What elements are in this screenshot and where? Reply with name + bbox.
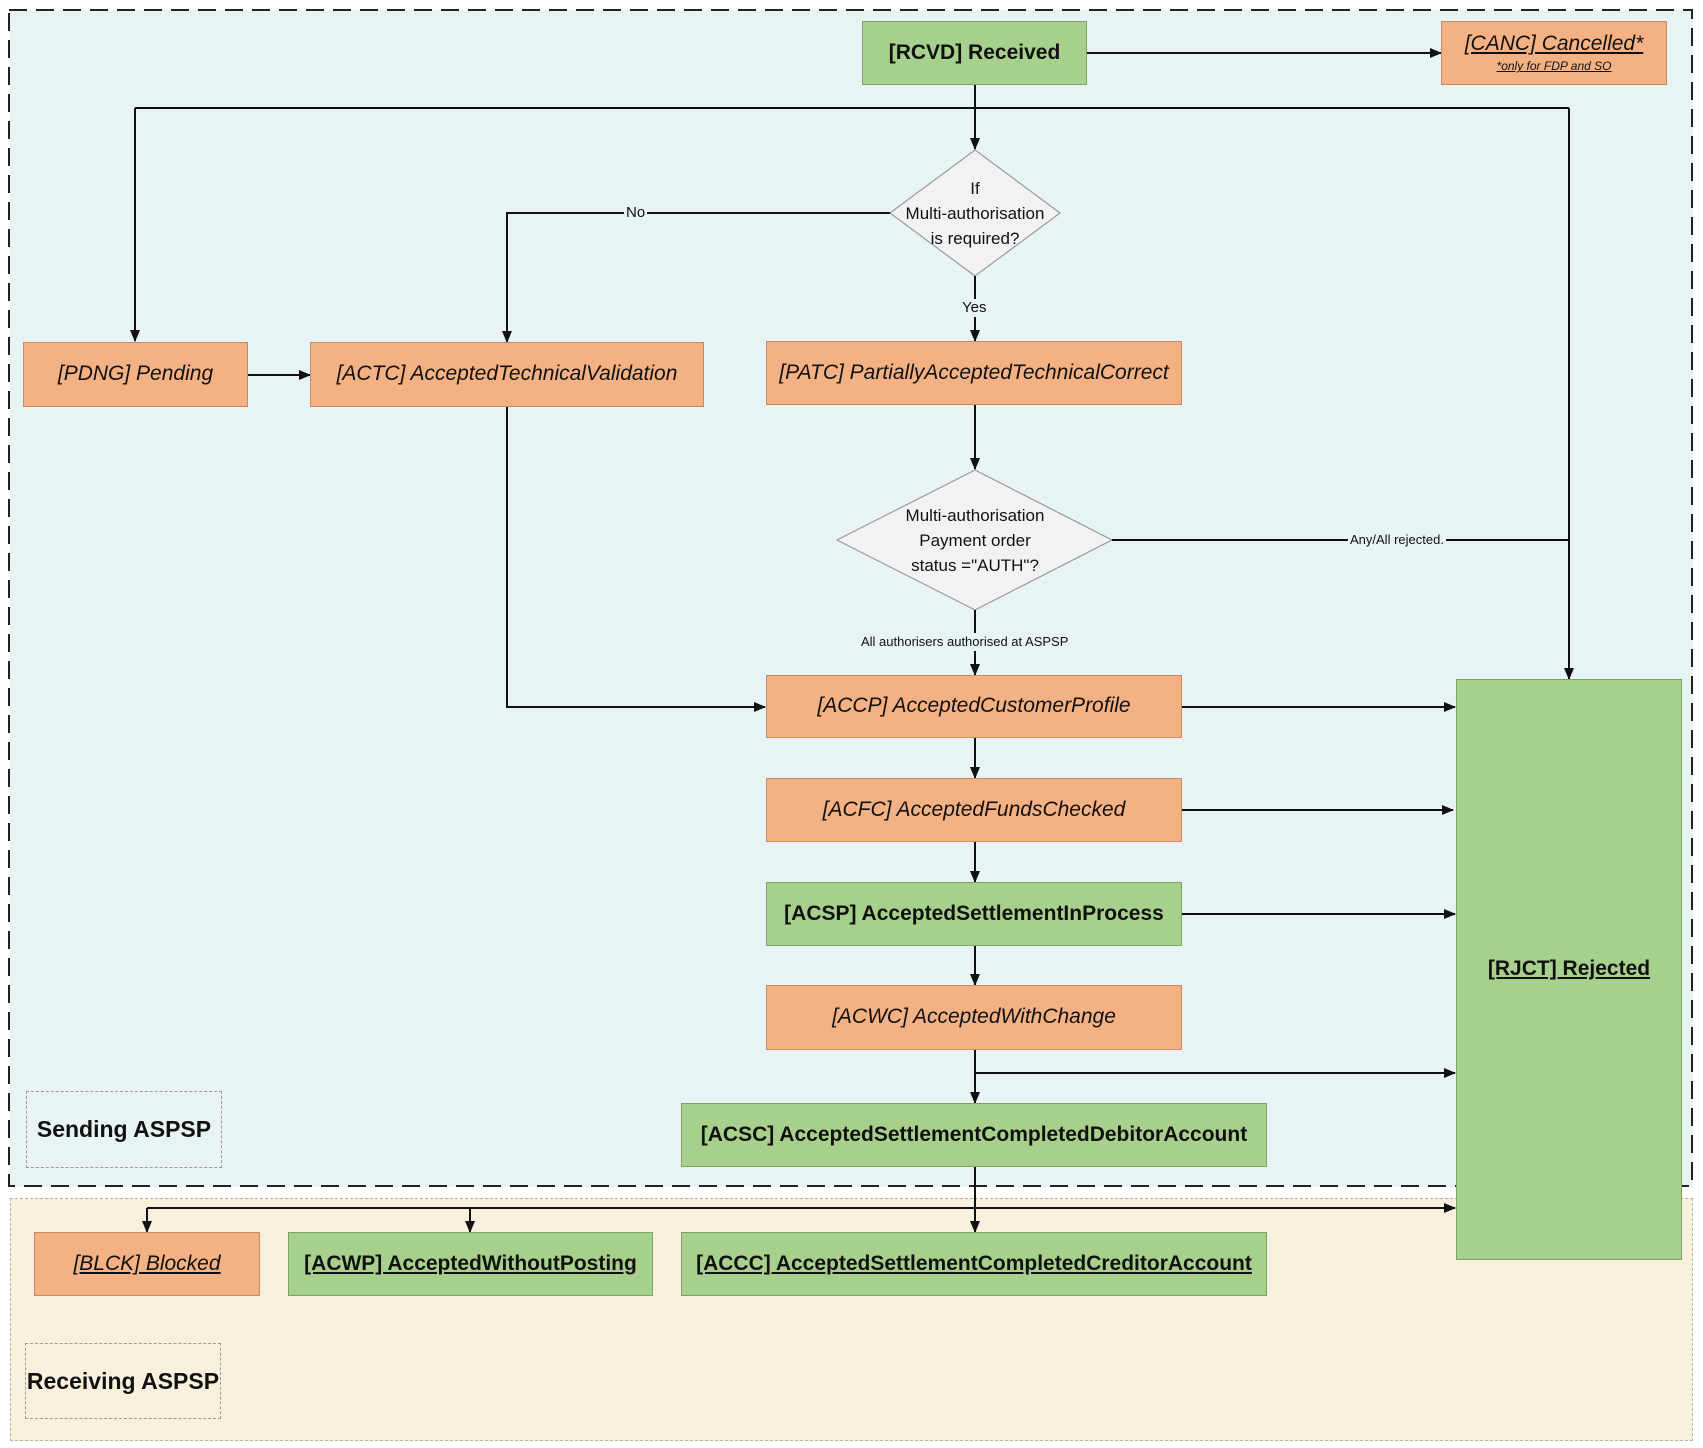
- state-acfc[interactable]: [ACFC] AcceptedFundsChecked: [766, 778, 1182, 842]
- state-acsc-label: [ACSC] AcceptedSettlementCompletedDebito…: [700, 1122, 1248, 1146]
- state-accc[interactable]: [ACCC] AcceptedSettlementCompletedCredit…: [681, 1232, 1267, 1296]
- edge-decision-no-actc: [502, 212, 890, 343]
- zone-label-sending-text: Sending ASPSP: [36, 1116, 212, 1142]
- state-acwc[interactable]: [ACWC] AcceptedWithChange: [766, 985, 1182, 1050]
- sending-aspsp-boundary: [8, 9, 1693, 1187]
- edge-label-all-authorised: All authorisers authorised at ASPSP: [859, 633, 1071, 651]
- decision-auth-status-line-3: status ="AUTH"?: [911, 555, 1039, 575]
- state-accp[interactable]: [ACCP] AcceptedCustomerProfile: [766, 675, 1182, 738]
- state-accp-label: [ACCP] AcceptedCustomerProfile: [817, 694, 1131, 718]
- state-pdng-label: [PDNG] Pending: [57, 362, 214, 386]
- edge-label-no: No: [624, 204, 648, 222]
- state-canc-note: *only for FDP and SO: [1496, 59, 1612, 74]
- state-patc[interactable]: [PATC] PartiallyAcceptedTechnicalCorrect: [766, 341, 1182, 405]
- state-acsc[interactable]: [ACSC] AcceptedSettlementCompletedDebito…: [681, 1103, 1267, 1167]
- state-rcvd[interactable]: [RCVD] Received: [862, 21, 1087, 85]
- state-rcvd-label: [RCVD] Received: [888, 40, 1061, 64]
- state-pdng[interactable]: [PDNG] Pending: [23, 342, 248, 407]
- state-patc-label: [PATC] PartiallyAcceptedTechnicalCorrect: [779, 360, 1169, 384]
- decision-multi-auth-line-1: If: [970, 178, 980, 198]
- state-blck[interactable]: [BLCK] Blocked: [34, 1232, 260, 1296]
- state-acwp-label: [ACWP] AcceptedWithoutPosting: [304, 1251, 637, 1275]
- state-acwc-label: [ACWC] AcceptedWithChange: [832, 1005, 1116, 1029]
- state-blck-label: [BLCK] Blocked: [73, 1251, 221, 1275]
- edge-actc-accp: [506, 406, 766, 712]
- state-acwp[interactable]: [ACWP] AcceptedWithoutPosting: [288, 1232, 653, 1296]
- zone-label-receiving-text: Receiving ASPSP: [26, 1367, 220, 1394]
- state-actc-label: [ACTC] AcceptedTechnicalValidation: [336, 362, 678, 386]
- state-acsp[interactable]: [ACSP] AcceptedSettlementInProcess: [766, 882, 1182, 946]
- state-actc[interactable]: [ACTC] AcceptedTechnicalValidation: [310, 342, 704, 407]
- decision-auth-status-line-1: Multi-authorisation: [905, 505, 1045, 525]
- decision-multi-auth-line-2: Multi-authorisation: [905, 203, 1045, 223]
- edge-label-yes: Yes: [960, 299, 989, 317]
- decision-auth-status: Multi-authorisation Payment order status…: [870, 490, 1080, 590]
- state-acfc-label: [ACFC] AcceptedFundsChecked: [822, 797, 1126, 821]
- decision-multi-auth-line-3: is required?: [930, 228, 1020, 248]
- state-acsp-label: [ACSP] AcceptedSettlementInProcess: [784, 901, 1164, 925]
- decision-auth-status-line-2: Payment order: [919, 530, 1031, 550]
- edge-label-any-rejected: Any/All rejected.: [1348, 531, 1446, 549]
- state-rjct[interactable]: [RJCT] Rejected: [1456, 679, 1682, 1260]
- zone-label-receiving: Receiving ASPSP: [25, 1343, 221, 1419]
- zone-label-sending: Sending ASPSP: [26, 1091, 222, 1168]
- state-canc[interactable]: [CANC] Cancelled* *only for FDP and SO: [1441, 21, 1667, 85]
- state-canc-label: [CANC] Cancelled*: [1464, 32, 1644, 56]
- state-rjct-label: [RJCT] Rejected: [1487, 957, 1651, 981]
- decision-multi-auth-required: If Multi-authorisation is required?: [890, 163, 1060, 263]
- state-accc-label: [ACCC] AcceptedSettlementCompletedCredit…: [696, 1251, 1252, 1275]
